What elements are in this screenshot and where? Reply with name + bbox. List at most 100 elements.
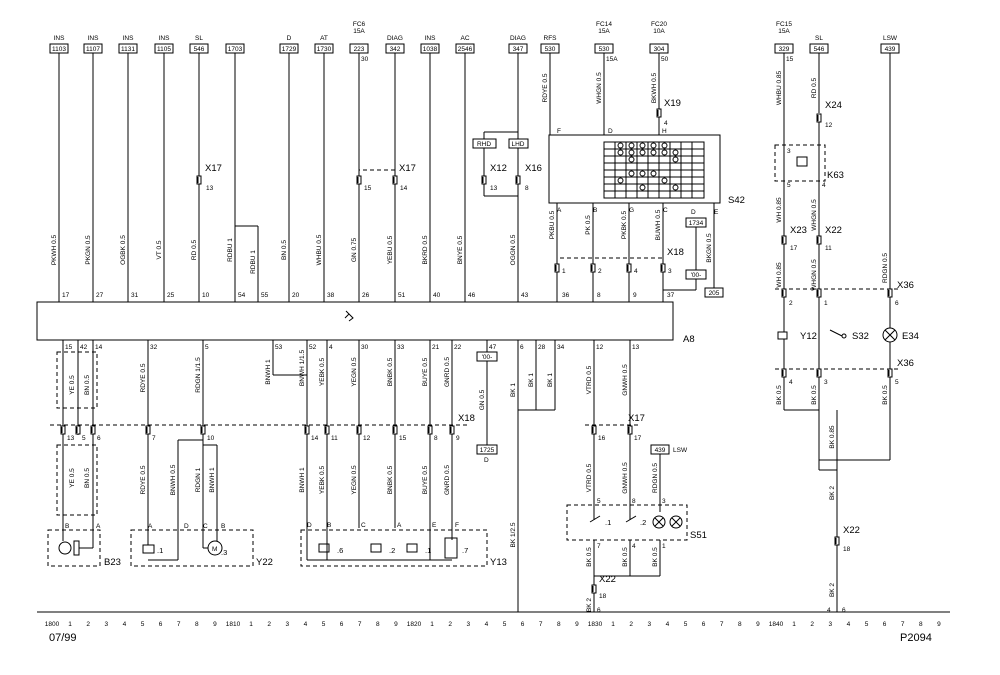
wire-label: PK 0.5 bbox=[585, 215, 592, 235]
module-label: A8 bbox=[683, 334, 695, 345]
grid-label: 5 bbox=[684, 621, 688, 628]
x17-pin bbox=[627, 425, 633, 435]
terminal-number: 530 bbox=[545, 46, 556, 53]
wire-label: BNBK 0.5 bbox=[387, 357, 394, 386]
matrix-contact bbox=[639, 170, 646, 177]
x18-pin bbox=[304, 425, 310, 435]
valve-solenoid bbox=[370, 543, 382, 553]
connector-label: X18 bbox=[458, 413, 475, 424]
wire-label: VT 0.5 bbox=[156, 240, 163, 259]
terminal-name: FC14 bbox=[596, 21, 612, 28]
terminal-name: FC15 bbox=[776, 21, 792, 28]
grid-label: 7 bbox=[720, 621, 724, 628]
label: A bbox=[397, 522, 402, 529]
pin-number: 33 bbox=[397, 344, 405, 351]
wire-label: BNWH 1 bbox=[209, 467, 216, 493]
wire-label: BK 0.5 bbox=[586, 547, 593, 567]
lamp-x bbox=[671, 517, 681, 527]
wire-label: RD 0.5 bbox=[811, 78, 818, 99]
pin-number: 10 bbox=[202, 292, 210, 299]
label: 18 bbox=[599, 593, 607, 600]
label: 5 bbox=[787, 182, 791, 189]
wire-label: BK 0.5 bbox=[811, 385, 818, 405]
grid-label: 1 bbox=[430, 621, 434, 628]
pin-number: 15 bbox=[364, 185, 372, 192]
wire-label: WHBU 0.85 bbox=[776, 70, 783, 105]
grid-label: 5 bbox=[503, 621, 507, 628]
grid-label: 2 bbox=[448, 621, 452, 628]
label: 1 bbox=[662, 543, 666, 550]
terminal-name: SL bbox=[195, 35, 203, 42]
wire-label: VTRD 0.5 bbox=[586, 365, 593, 394]
wire-label: WHGN 0.5 bbox=[596, 72, 603, 104]
valve-y12 bbox=[777, 331, 788, 340]
sensor-b23-element bbox=[73, 540, 80, 556]
grid-label: 8 bbox=[919, 621, 923, 628]
terminal-name: LSW bbox=[883, 35, 898, 42]
component-label: K63 bbox=[827, 170, 844, 181]
matrix-contact bbox=[672, 184, 679, 191]
wire-label: RDYE 0.5 bbox=[140, 363, 147, 392]
matrix-contact bbox=[628, 156, 635, 163]
wire-label: WH 0.85 bbox=[776, 197, 783, 223]
terminal-name: DIAG bbox=[387, 35, 403, 42]
label: 5 bbox=[597, 498, 601, 505]
pin-number: 46 bbox=[468, 292, 476, 299]
pin-number: 15 bbox=[65, 344, 73, 351]
grid-label: 5 bbox=[141, 621, 145, 628]
terminal-number: 1725 bbox=[480, 447, 495, 454]
pin-number: 32 bbox=[150, 344, 158, 351]
grid-label: 6 bbox=[340, 621, 344, 628]
wire-label: WH 0.85 bbox=[776, 262, 783, 288]
terminal-rating: 15A bbox=[778, 28, 790, 35]
label: 4 bbox=[632, 543, 636, 550]
wire-label: PKWH 0.5 bbox=[51, 234, 58, 265]
year-label: '00- bbox=[482, 354, 493, 361]
label: F bbox=[455, 522, 459, 529]
label: 6 bbox=[842, 607, 846, 614]
terminal-number: 530 bbox=[599, 46, 610, 53]
terminal-number: 347 bbox=[513, 46, 524, 53]
label: G bbox=[629, 207, 634, 214]
x22-pin bbox=[834, 536, 840, 546]
label: D bbox=[484, 457, 489, 464]
pin-number: 13 bbox=[632, 344, 640, 351]
grid-label: 1 bbox=[611, 621, 615, 628]
sensor-b23 bbox=[47, 529, 101, 567]
matrix-contact bbox=[661, 177, 668, 184]
x18-pin bbox=[200, 425, 206, 435]
matrix-contact bbox=[650, 142, 657, 149]
wire-label: YEGN 0.5 bbox=[351, 357, 358, 387]
grid-label: 1810 bbox=[226, 621, 241, 628]
terminal-number: 2546 bbox=[458, 46, 473, 53]
wire-label: BKWH 0.5 bbox=[651, 72, 658, 103]
pin-number: 21 bbox=[432, 344, 440, 351]
pin-number: 34 bbox=[557, 344, 565, 351]
grid-label: 2 bbox=[629, 621, 633, 628]
x19-pin bbox=[656, 108, 662, 118]
wire-label: PKBK 0.5 bbox=[621, 211, 628, 240]
wire-label: BN 0.5 bbox=[281, 240, 288, 260]
wire-label: RDGN 1 bbox=[195, 467, 202, 492]
wire-label: BNWH 0.5 bbox=[170, 464, 177, 495]
wire-label: OGBK 0.5 bbox=[120, 235, 127, 265]
label: H bbox=[662, 128, 667, 135]
grid-label: 2 bbox=[810, 621, 814, 628]
wire-label: BUYE 0.5 bbox=[422, 357, 429, 386]
terminal-name: AT bbox=[320, 35, 328, 42]
wire-label: BK 1 bbox=[528, 373, 535, 387]
terminal-number: 439 bbox=[885, 46, 896, 53]
valve-solenoid bbox=[406, 543, 418, 553]
terminal-number: 1703 bbox=[228, 46, 243, 53]
pin-number: 3 bbox=[668, 268, 672, 275]
grid-label: 5 bbox=[865, 621, 869, 628]
label: 6 bbox=[895, 300, 899, 307]
switch-s51 bbox=[566, 504, 688, 541]
grid-label: 4 bbox=[123, 621, 127, 628]
x18-pin bbox=[145, 425, 151, 435]
terminal-name: INS bbox=[159, 35, 171, 42]
pin-number: 31 bbox=[131, 292, 139, 299]
terminal-number: 1729 bbox=[282, 46, 297, 53]
wire-label: VTRD 0.5 bbox=[586, 463, 593, 492]
grid-label: 3 bbox=[828, 621, 832, 628]
